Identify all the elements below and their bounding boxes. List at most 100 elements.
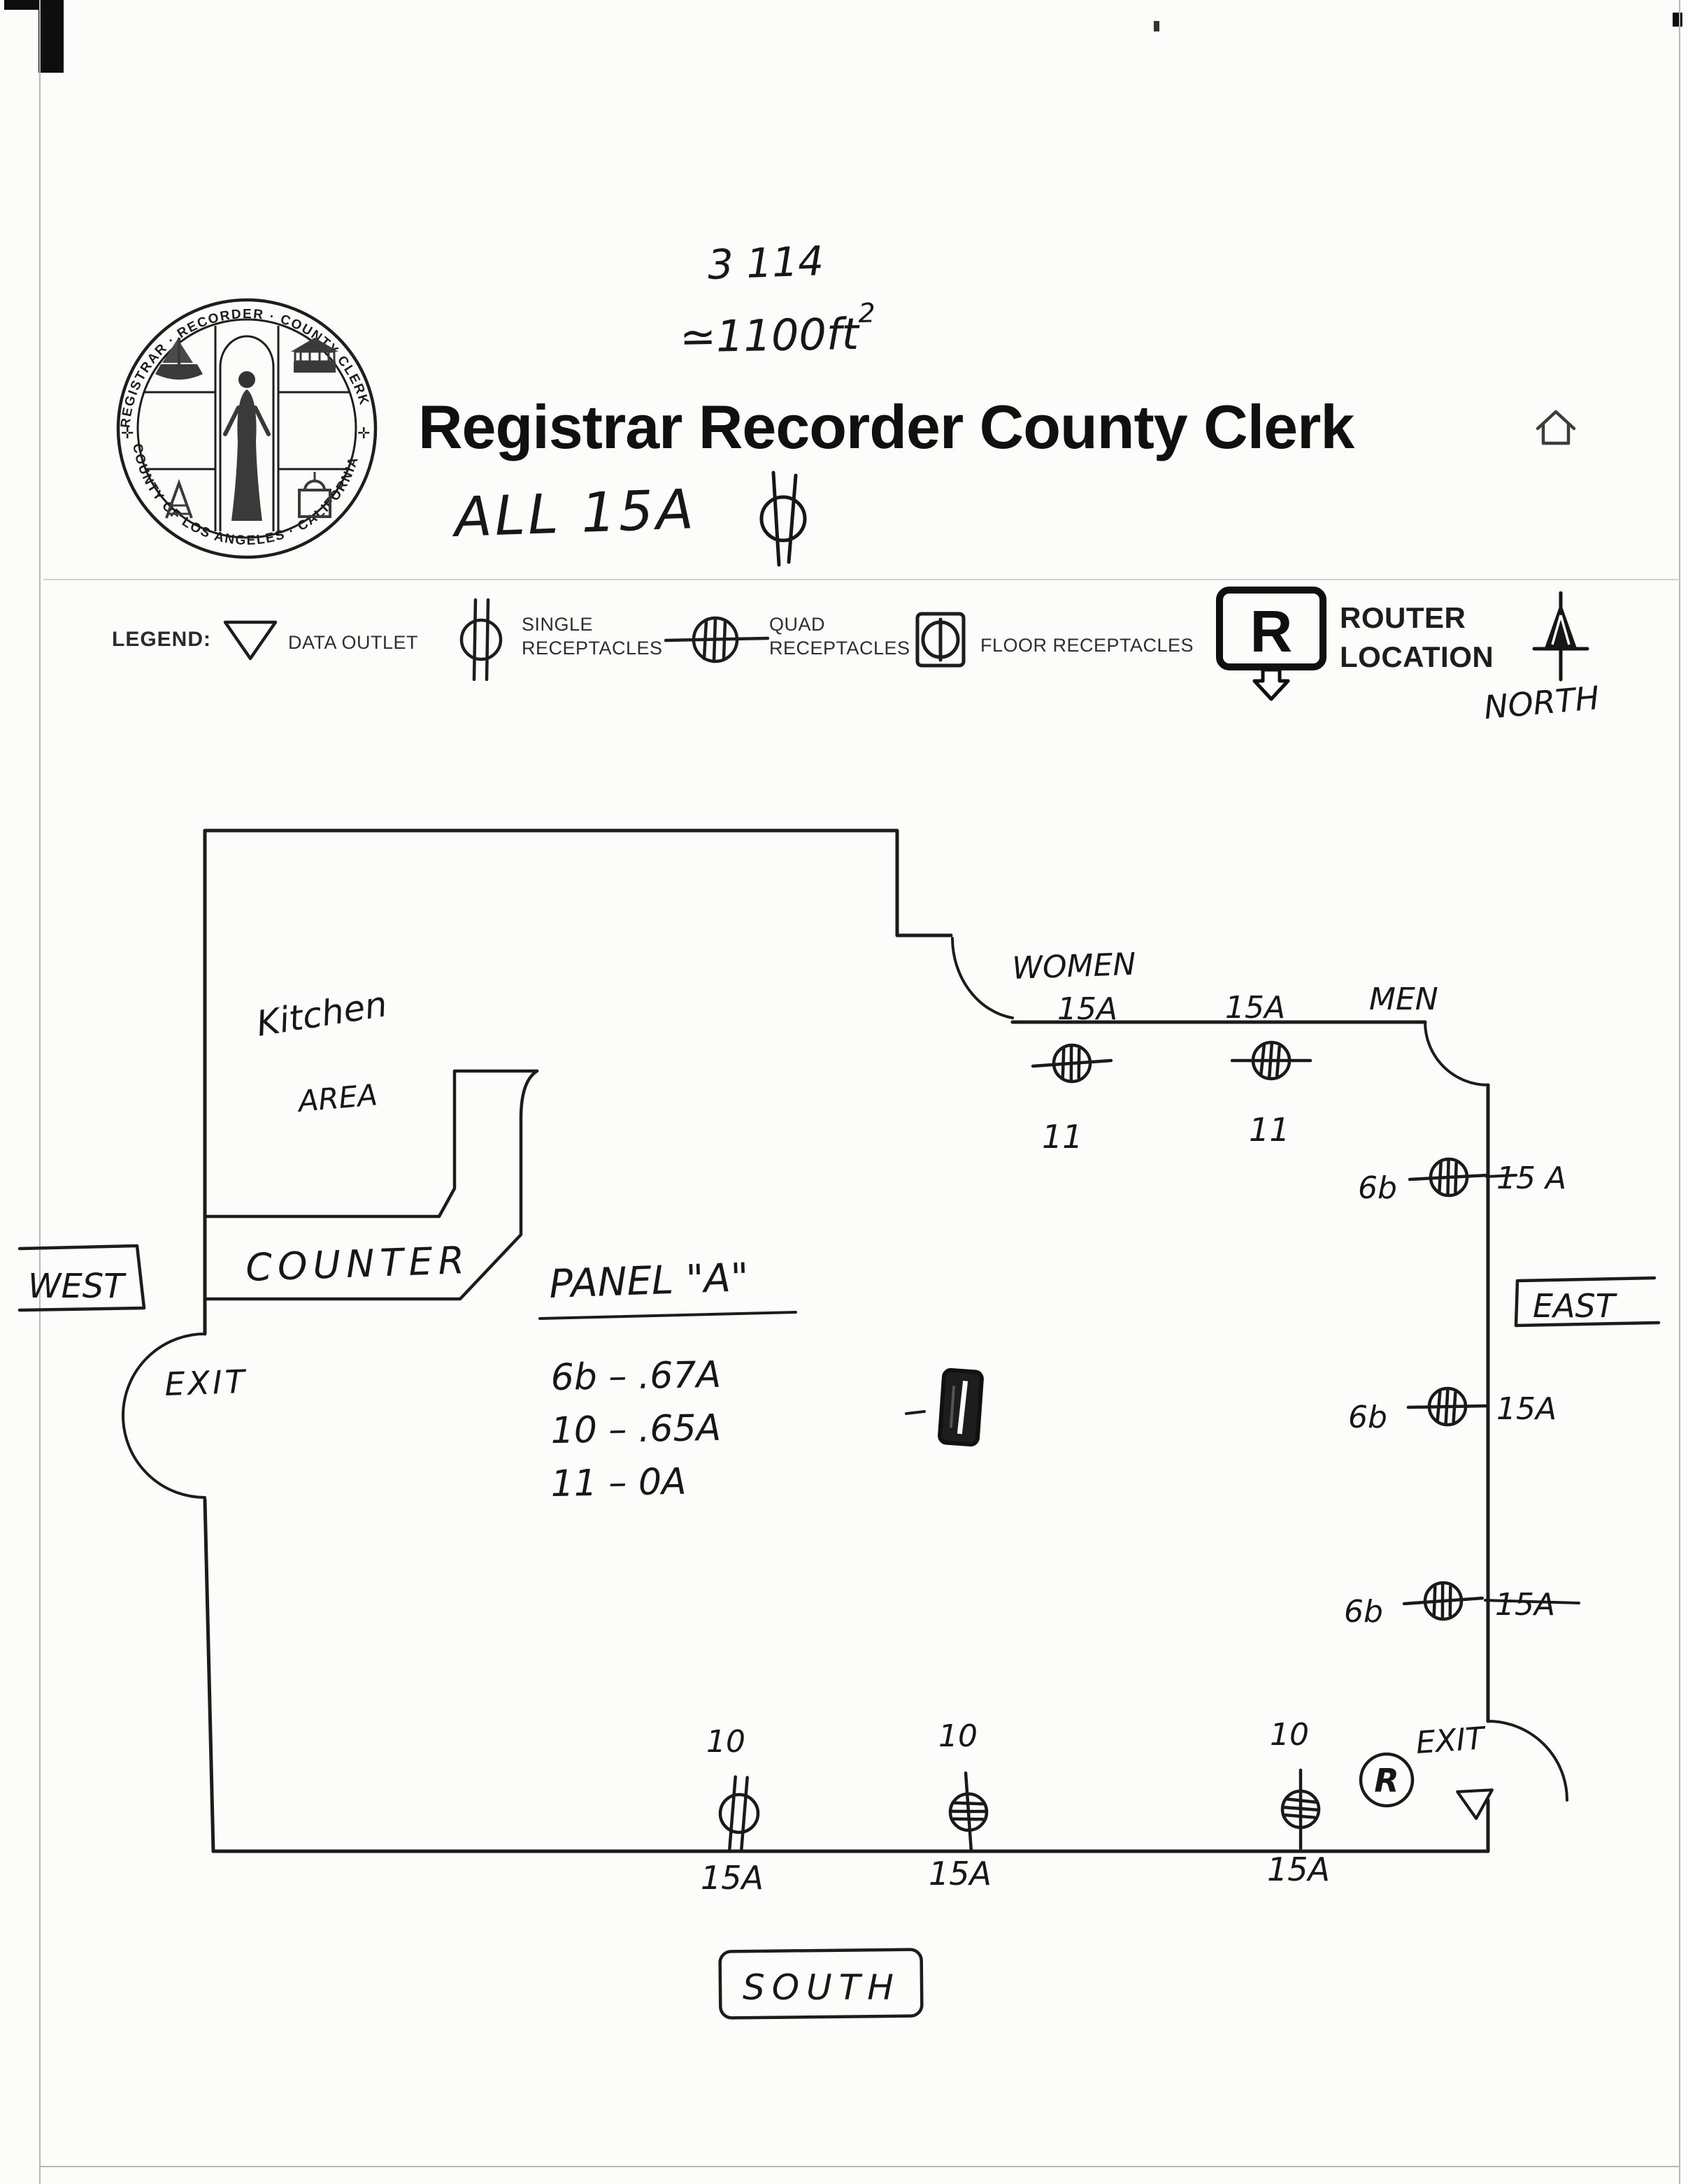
area-value: ≃1100ft	[679, 308, 859, 363]
counter-inner-edge	[203, 1069, 539, 1219]
seal-derrick-icon	[165, 479, 193, 519]
east-receptacle-2-amp: 15A	[1496, 1391, 1557, 1427]
west-label: WEST	[28, 1267, 127, 1306]
legend-floor-label: FLOOR RECEPTACLES	[980, 635, 1194, 656]
scan-artifact-speck	[1154, 21, 1159, 31]
top-receptacle-1-amp: 15A	[1057, 991, 1117, 1027]
legend-router-line2: LOCATION	[1340, 640, 1494, 673]
router-location-icon: R	[1216, 587, 1326, 701]
top-receptacle-2-amp: 15A	[1225, 990, 1285, 1026]
floor-receptacle-icon	[915, 612, 966, 668]
legend-single-label: SINGLE RECEPTACLES	[522, 612, 663, 660]
exit-southeast-label: EXIT	[1415, 1720, 1487, 1761]
seal-cross-right-icon: ✛	[357, 424, 370, 442]
door-arc-exit-southeast	[1487, 1720, 1568, 1802]
quad-receptacle-symbol-east-2	[1408, 1388, 1487, 1425]
quad-receptacle-symbol-south-3	[1281, 1769, 1320, 1849]
handwritten-quad-symbol	[759, 470, 807, 567]
counter-outer-edge	[203, 1069, 539, 1301]
single-receptacle-symbol-south-1	[718, 1776, 759, 1851]
exit-west-label: EXIT	[164, 1363, 248, 1403]
data-outlet-icon	[223, 620, 278, 661]
east-receptacle-3-amp: 15A	[1495, 1587, 1555, 1623]
legend-router-label: ROUTER LOCATION	[1340, 598, 1494, 677]
legend-quad-line1: QUAD	[769, 614, 826, 635]
quad-receptacle-symbol-south-2	[949, 1772, 988, 1852]
top-receptacle-2-circuit: 11	[1249, 1111, 1290, 1149]
scan-artifact-topright	[1673, 13, 1682, 27]
west-tag-box	[17, 1244, 146, 1312]
quad-receptacle-symbol-east-3	[1403, 1581, 1483, 1621]
seal-figure-icon	[223, 371, 271, 521]
south-receptacle-1-amp: 15A	[701, 1859, 764, 1897]
door-arc-men	[1424, 1021, 1489, 1086]
scan-artifact-topleft-edge	[4, 0, 41, 10]
area-exponent: 2	[858, 297, 876, 329]
scan-crease-line	[43, 579, 1680, 580]
floor-receptacle-tick	[905, 1410, 926, 1415]
east-receptacle-1-circuit: 6b	[1358, 1170, 1397, 1206]
handwritten-area-note: ≃1100ft2	[679, 298, 876, 363]
panel-title-underline	[538, 1311, 797, 1320]
south-receptacle-2-circuit: 10	[938, 1718, 978, 1754]
seal-mission-icon	[298, 472, 331, 518]
seal-hall-icon	[291, 338, 338, 373]
east-label: EAST	[1533, 1287, 1618, 1325]
quad-receptacle-icon	[664, 616, 769, 663]
router-symbol: R	[1359, 1752, 1415, 1808]
router-down-arrow-icon	[1252, 668, 1290, 701]
wall-left-lower	[203, 1497, 215, 1853]
panel-title: PANEL "A"	[548, 1255, 749, 1307]
south-receptacle-3-circuit: 10	[1270, 1717, 1309, 1753]
south-receptacle-1-circuit: 10	[706, 1724, 745, 1760]
quad-receptacle-symbol-women-1	[1032, 1044, 1112, 1083]
handwritten-amps-note: ALL 15A	[453, 477, 698, 550]
page-edge-left	[39, 0, 41, 2184]
legend-quad-line2: RECEPTACLES	[769, 638, 910, 659]
legend-router-line1: ROUTER	[1340, 601, 1466, 634]
handwritten-north-label: NORTH	[1482, 678, 1601, 727]
scan-artifact-topleft-bar	[38, 0, 64, 73]
router-symbol-letter: R	[1374, 1762, 1399, 1799]
quad-receptacle-symbol-east-1	[1410, 1158, 1489, 1196]
women-label: WOMEN	[1012, 947, 1137, 986]
seal-cross-left-icon: ✛	[121, 424, 134, 442]
east-receptacle-line-1	[1485, 1174, 1517, 1178]
panel-row-2: 10 – .65A	[550, 1407, 722, 1452]
router-icon-letter: R	[1250, 598, 1293, 664]
page-edge-right	[1679, 0, 1680, 2184]
wall-outline-top-left	[203, 828, 953, 1336]
south-tag-box	[718, 1948, 924, 2020]
east-receptacle-line-3	[1484, 1599, 1580, 1604]
kitchen-label-line1: Kitchen	[254, 984, 390, 1044]
south-receptacle-2-amp: 15A	[929, 1855, 992, 1892]
county-seal: REGISTRAR · RECORDER · COUNTY CLERK COUN…	[116, 298, 378, 559]
north-arrow-icon	[1532, 591, 1589, 682]
handwritten-room-number: 3 114	[706, 237, 825, 289]
counter-label: COUNTER	[245, 1238, 471, 1290]
page-title: Registrar Recorder County Clerk	[418, 392, 1354, 461]
legend-data-outlet-label: DATA OUTLET	[288, 632, 419, 653]
legend-quad-label: QUAD RECEPTACLES	[769, 612, 910, 660]
men-label: MEN	[1369, 982, 1438, 1017]
door-arc-exit-west-lower	[122, 1414, 206, 1499]
south-label: SOUTH	[743, 1967, 901, 2008]
legend-single-line1: SINGLE	[522, 614, 594, 635]
east-receptacle-1-amp: 15 A	[1496, 1161, 1566, 1196]
east-receptacle-2-circuit: 6b	[1348, 1400, 1387, 1435]
kitchen-label-line2: AREA	[295, 1077, 379, 1119]
page-edge-bottom	[39, 2166, 1680, 2167]
legend-single-line2: RECEPTACLES	[522, 638, 663, 659]
legend-label: LEGEND:	[112, 628, 211, 651]
east-receptacle-3-circuit: 6b	[1344, 1594, 1383, 1630]
floor-plan: R Kitchen AREA COUNTER WEST EAST SOUTH E…	[17, 828, 1661, 2020]
south-receptacle-3-amp: 15A	[1267, 1851, 1330, 1888]
quad-receptacle-symbol-women-2	[1231, 1041, 1311, 1080]
panel-row-3: 11 – 0A	[550, 1461, 687, 1505]
door-arc-exit-west-upper	[122, 1332, 206, 1417]
east-tag-box	[1514, 1276, 1661, 1328]
single-receptacle-icon	[459, 598, 503, 681]
seal-ship-icon	[155, 338, 203, 380]
door-arc-women	[951, 937, 1014, 1019]
